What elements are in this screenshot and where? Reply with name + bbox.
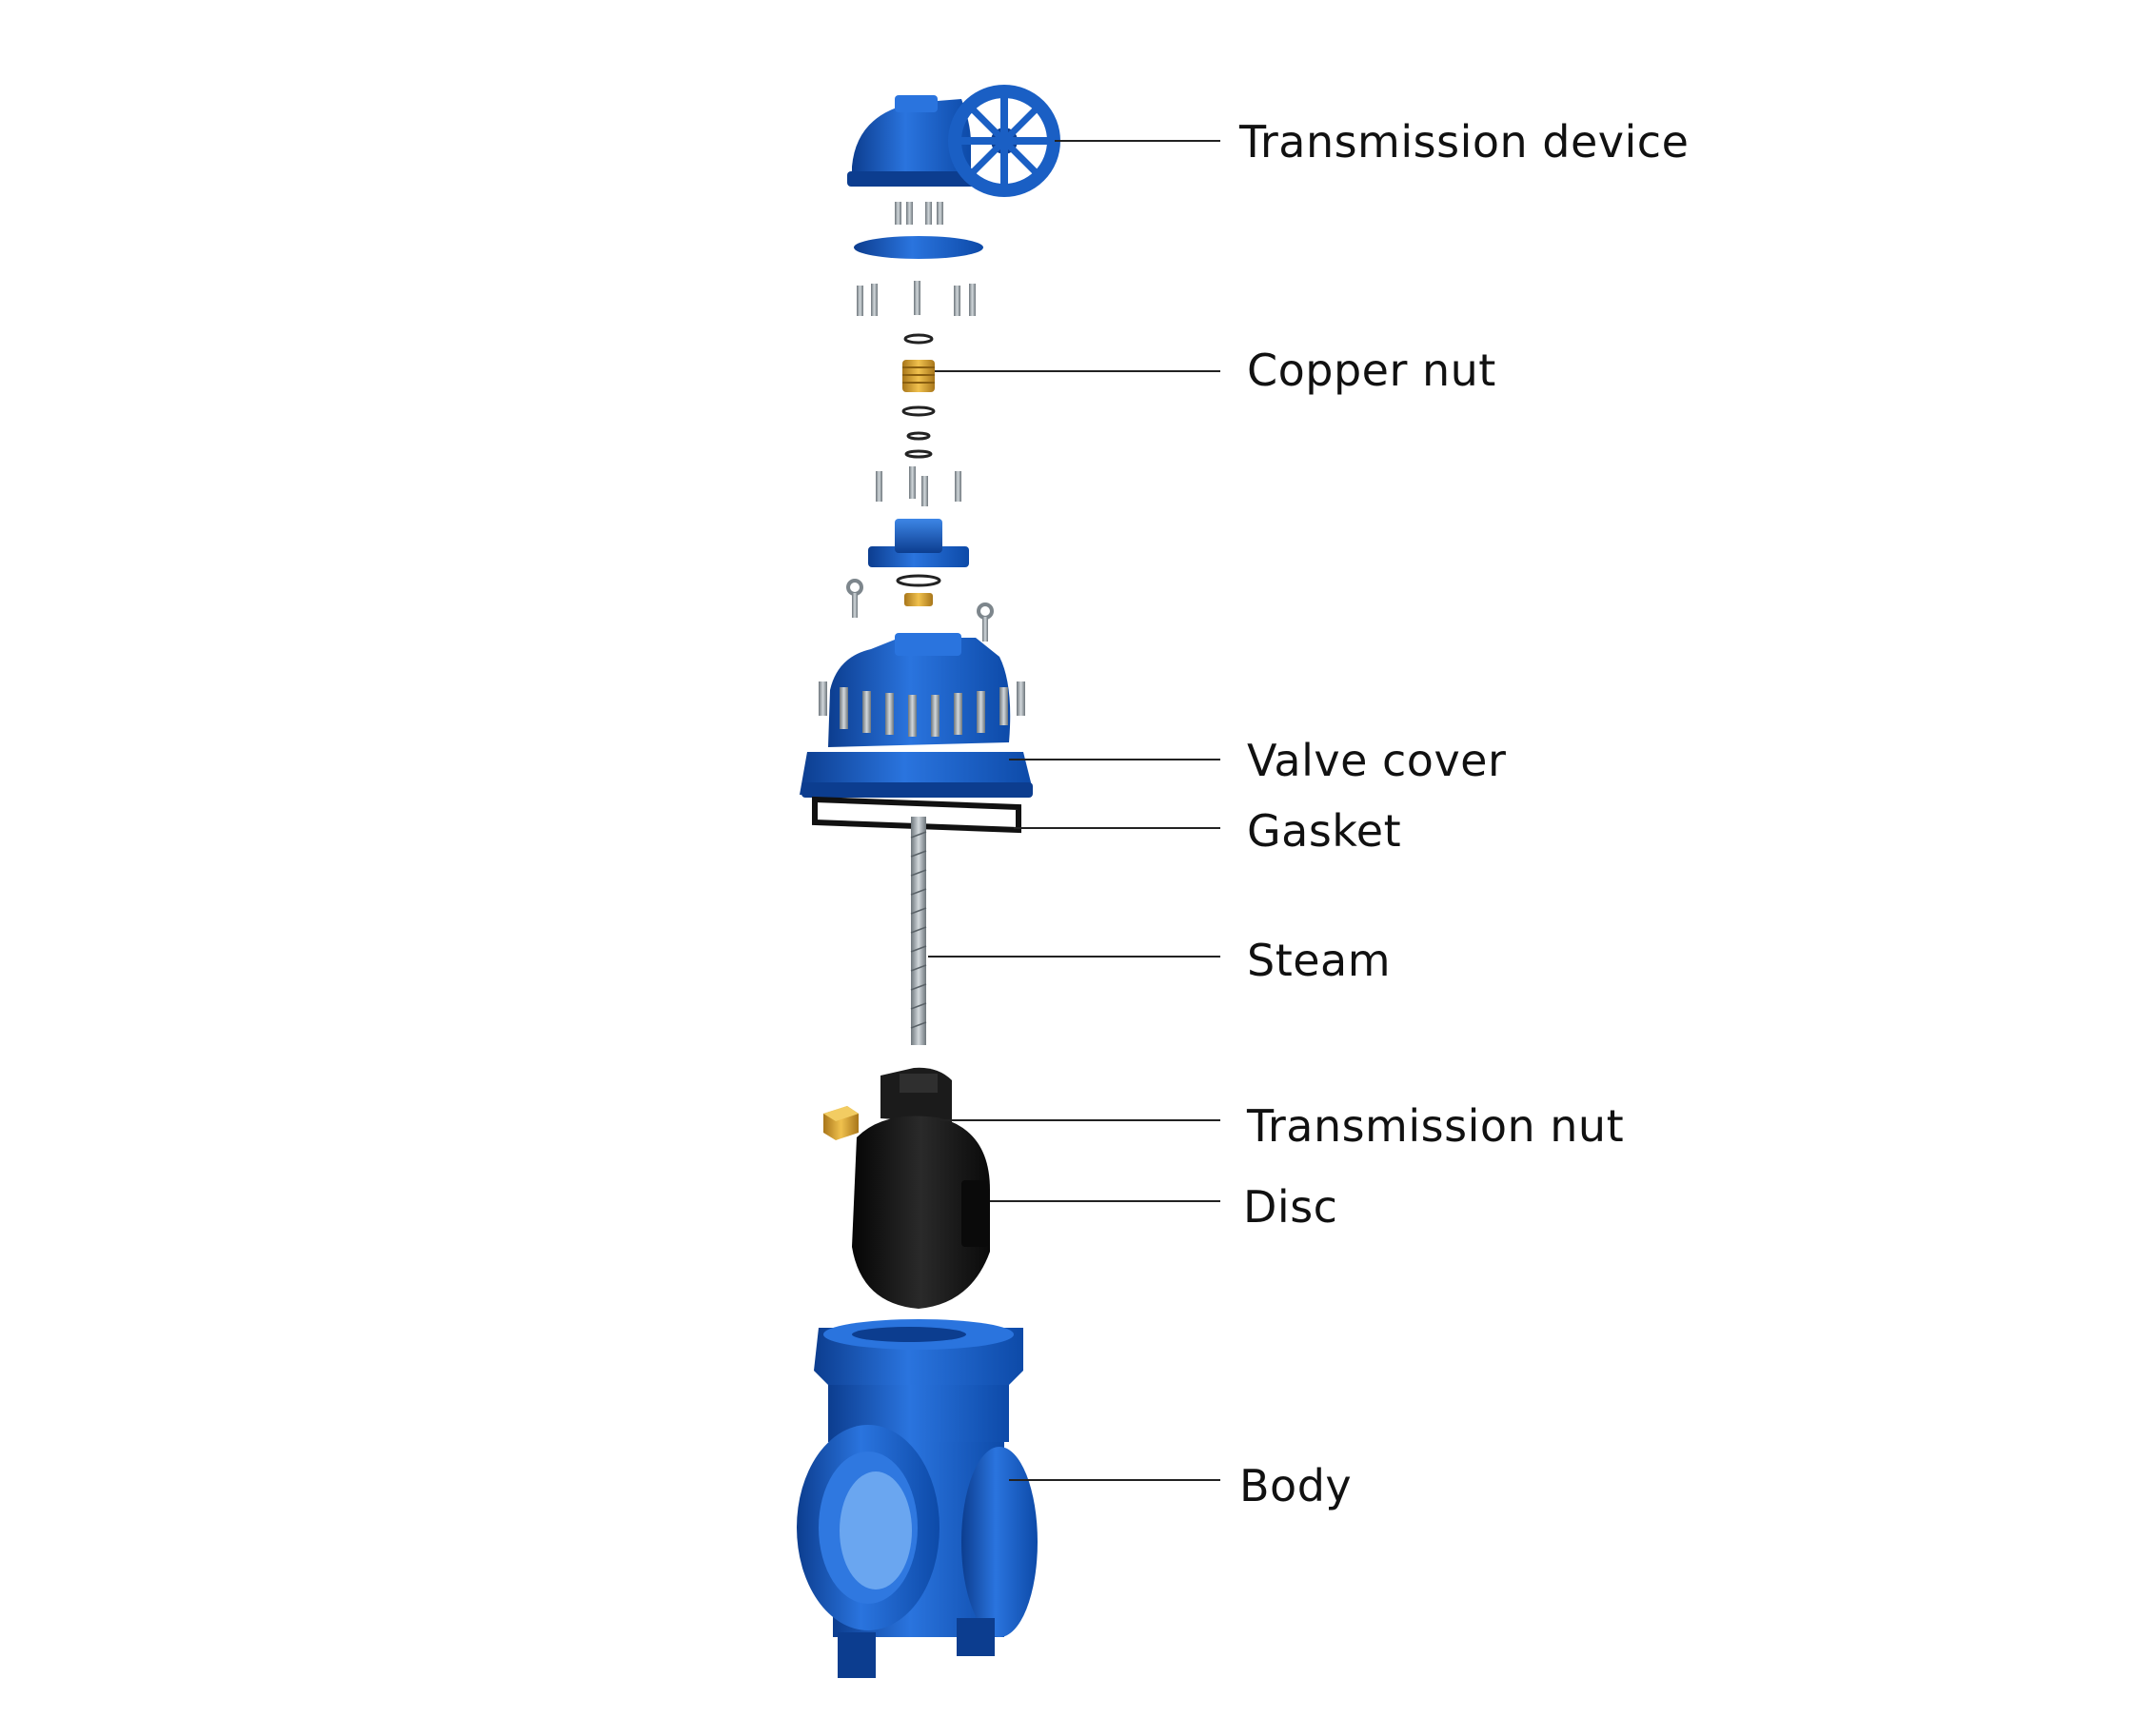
stem-part <box>910 817 927 1045</box>
valve-cover-bolts <box>819 681 1025 737</box>
lifting-eyes <box>846 579 994 642</box>
label-valve-cover: Valve cover <box>1247 735 1507 786</box>
valve-cover-part <box>800 633 1033 798</box>
body-part <box>797 1319 1038 1678</box>
upper-bolts <box>895 202 943 225</box>
o-ring <box>903 333 934 345</box>
label-transmission-nut: Transmission nut <box>1247 1100 1625 1152</box>
label-copper-nut: Copper nut <box>1247 345 1496 396</box>
transmission-device-part <box>847 85 1060 197</box>
label-transmission-device: Transmission device <box>1239 116 1690 168</box>
label-body: Body <box>1239 1460 1353 1511</box>
gasket-part <box>812 796 1021 834</box>
flange-bolts <box>857 281 976 316</box>
yoke-ring <box>896 574 941 587</box>
copper-nut-part <box>902 360 935 392</box>
small-rings <box>901 405 936 459</box>
label-gasket: Gasket <box>1247 805 1402 857</box>
label-disc: Disc <box>1243 1181 1338 1233</box>
yoke-block <box>868 519 969 567</box>
label-steam: Steam <box>1247 935 1392 986</box>
leader-lines <box>928 140 1220 1481</box>
transmission-nut-part <box>823 1106 859 1140</box>
brass-bushing <box>904 593 933 606</box>
mid-bolts <box>876 466 961 506</box>
disc-part <box>852 1067 990 1309</box>
adapter-flange <box>854 236 983 259</box>
